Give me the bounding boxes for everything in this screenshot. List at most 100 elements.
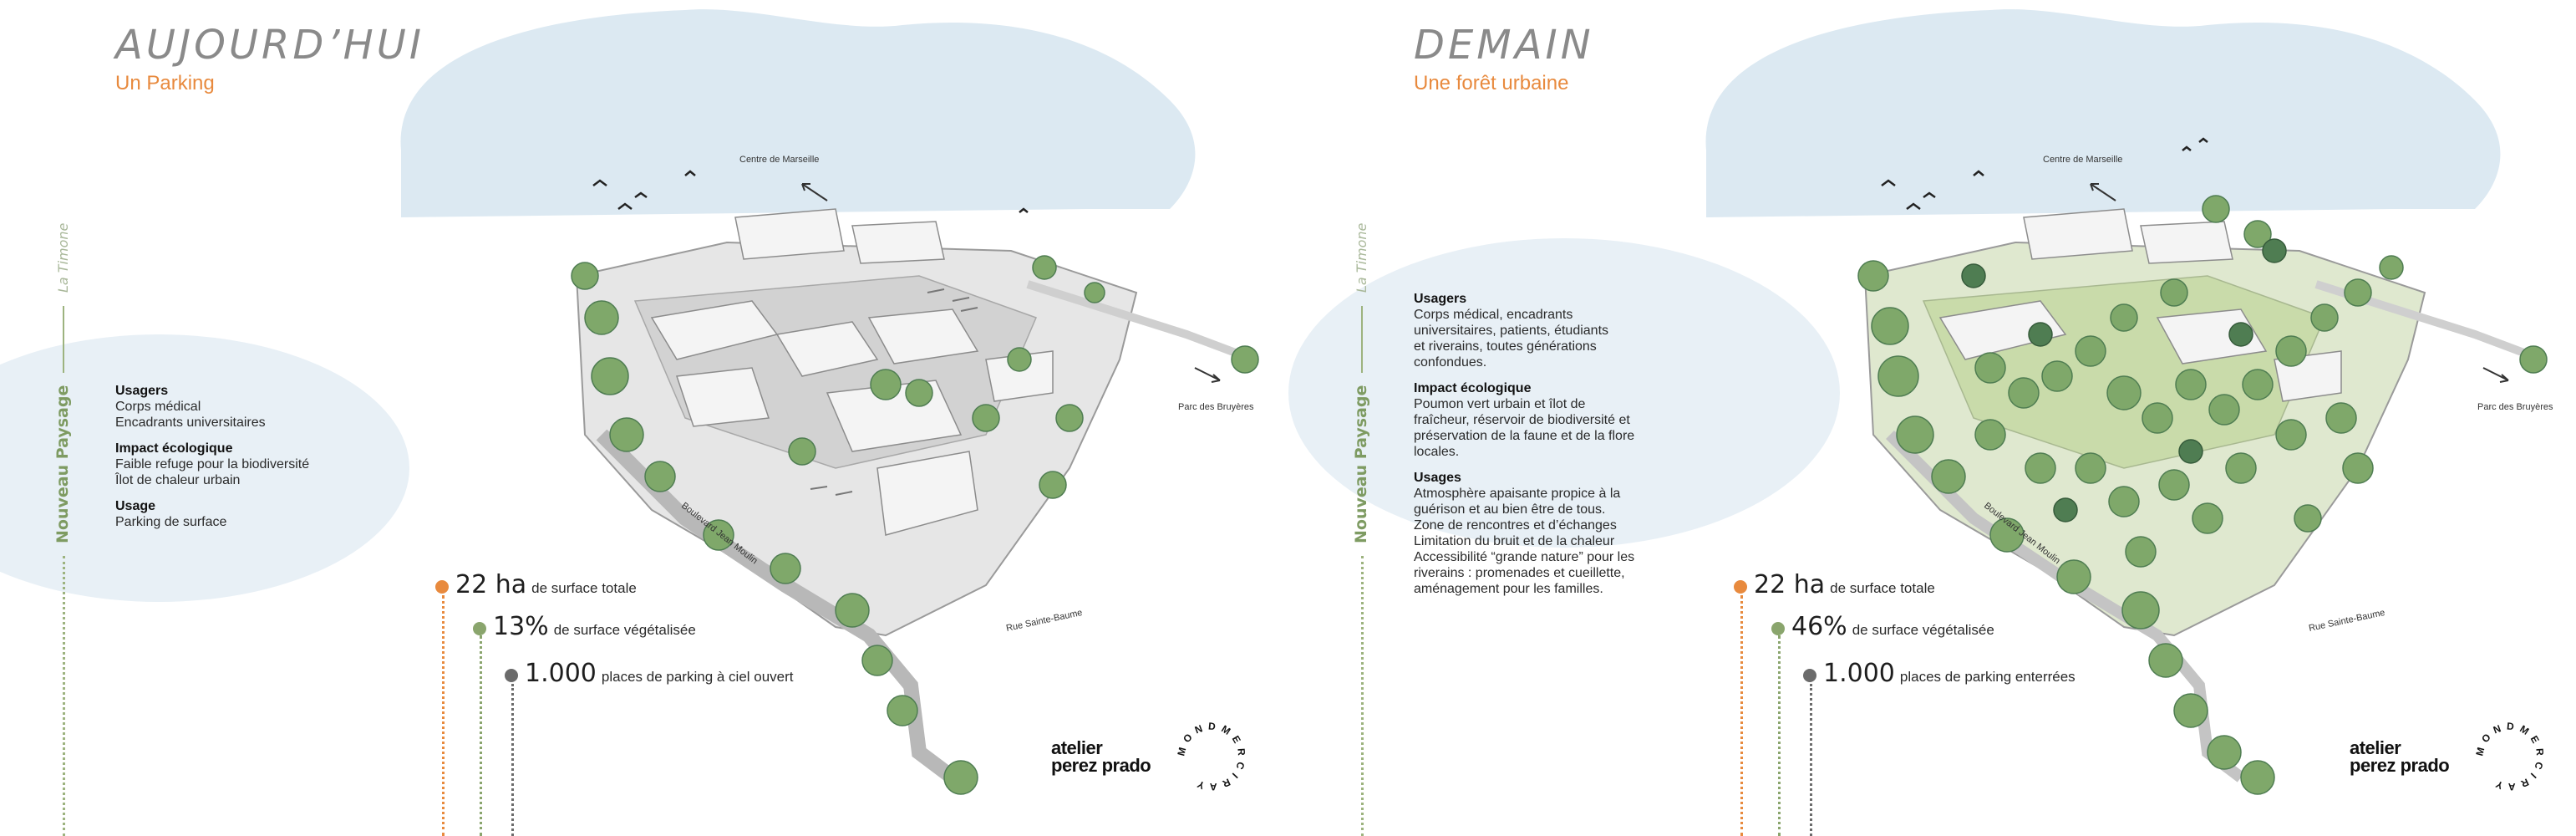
brand-logo-atelier: atelier perez prado: [2350, 737, 2450, 776]
info-users-line: et riverains, toutes générations: [1414, 339, 1597, 354]
side-label-timone: La Timone: [55, 222, 71, 293]
info-usage-line: aménagement pour les familles.: [1414, 582, 1603, 596]
stat-label: de surface totale: [531, 580, 637, 596]
scene-illustration-tomorrow: Centre de Marseille Parc des Bruyères Bo…: [1288, 9, 2553, 795]
stat-label: places de parking à ciel ouvert: [601, 669, 794, 685]
stat-value: 1.000: [1823, 659, 1895, 688]
info-block-tomorrow: Usagers Corps médical, encadrants univer…: [1414, 291, 1634, 597]
stat-surface-vegetated: 46% de surface végétalisée: [1771, 612, 1994, 641]
info-users-line: Corps médical, encadrants: [1414, 308, 1573, 322]
ring-logo-mondmerciray: MONDMERCIRAY: [1175, 720, 1247, 793]
info-ellipse: [1288, 238, 1840, 548]
stat-value: 13%: [493, 612, 549, 641]
trees: [571, 255, 1259, 795]
side-label-paysage: Nouveau Paysage: [1352, 385, 1370, 543]
stat-line-grey: [511, 684, 514, 836]
stat-surface-vegetated: 13%de surface végétalisée: [473, 612, 696, 641]
info-block-today: Usagers Corps médical Encadrants univers…: [115, 383, 309, 530]
birds: [592, 170, 1029, 213]
brand-logo-atelier: atelier perez prado: [1051, 737, 1151, 776]
stat-line-orange: [1740, 595, 1743, 836]
info-usage-title: Usage: [115, 499, 156, 513]
map-label-east: Parc des Bruyères: [1178, 402, 1254, 412]
info-users-line: Corps médical: [115, 400, 201, 414]
buildings: [650, 208, 1054, 536]
map-label-north: Centre de Marseille: [2043, 155, 2122, 165]
info-usage-line: Parking de surface: [115, 515, 227, 529]
info-impact-title: Impact écologique: [115, 441, 233, 456]
map-label-rue: Rue Sainte-Baume: [2308, 608, 2385, 634]
birds: [1881, 137, 2208, 210]
side-label-paysage: Nouveau Paysage: [53, 385, 72, 543]
stat-label: places de parking enterrées: [1899, 669, 2076, 685]
dark-trees: [1961, 238, 2287, 522]
info-usage-line: riverains : promenades et cueillette,: [1414, 566, 1625, 580]
info-users-line: Encadrants universitaires: [115, 415, 266, 430]
info-usage-line: Zone de rencontres et d’échanges: [1414, 518, 1617, 533]
road-boulevard: [596, 429, 958, 784]
info-users-line: confondues.: [1414, 355, 1487, 370]
trees: [1857, 195, 2548, 795]
map-label-east: Parc des Bruyères: [2477, 402, 2553, 412]
panel-today: Centre de Marseille Parc des Bruyères Bo…: [0, 9, 1259, 836]
info-impact-line: préservation de la faune et de la flore: [1414, 429, 1635, 443]
stat-dot-green: [1771, 622, 1785, 635]
panel-tomorrow: Centre de Marseille Parc des Bruyères Bo…: [1288, 0, 2576, 836]
ring-text: MONDMERCIRAY: [1175, 720, 1242, 793]
info-ellipse: [0, 334, 409, 602]
stat-line-green: [1778, 635, 1781, 836]
info-usage-line: Accessibilité “grande nature” pour les: [1414, 550, 1635, 564]
map-label-rue: Rue Sainte-Baume: [1005, 608, 1083, 634]
ring-text: MONDMERCIRAY: [2473, 720, 2541, 793]
stat-label: de surface végétalisée: [1852, 622, 1994, 638]
stat-dot-grey: [505, 669, 518, 682]
svg-text:MONDMERCIRAY: MONDMERCIRAY: [1175, 720, 1247, 793]
side-divider-line: [1361, 306, 1363, 373]
sky-cloud: [1705, 9, 2501, 218]
info-impact-line: fraîcheur, réservoir de biodiversité et: [1414, 413, 1630, 427]
stat-label: de surface végétalisée: [553, 622, 696, 638]
info-impact-title: Impact écologique: [1414, 381, 1532, 395]
stat-dot-grey: [1803, 669, 1816, 682]
stat-line-grey: [1810, 684, 1812, 836]
info-impact-line: locales.: [1414, 445, 1460, 459]
brand-line: atelier: [1051, 737, 1103, 758]
scene-illustration-today: Centre de Marseille Parc des Bruyères Bo…: [0, 9, 1259, 795]
info-users-title: Usagers: [1414, 292, 1467, 306]
info-usage-line: guérison et au bien être de tous.: [1414, 502, 1606, 517]
stat-dot-orange: [435, 580, 449, 594]
ring-logo-mondmerciray: MONDMERCIRAY: [2473, 720, 2541, 793]
side-label-timone: La Timone: [1354, 222, 1369, 293]
east-arrow: [1194, 367, 1221, 383]
stat-dot-green: [473, 622, 486, 635]
brand-line: perez prado: [2350, 755, 2450, 776]
info-users-line: universitaires, patients, étudiants: [1414, 324, 1609, 338]
brand-line: atelier: [2350, 737, 2401, 758]
brand-line: perez prado: [1051, 755, 1151, 776]
north-arrow: [801, 183, 828, 201]
stat-value: 46%: [1791, 612, 1847, 641]
road-east: [1026, 280, 1255, 364]
map-label-north: Centre de Marseille: [739, 155, 819, 165]
info-impact-line: Poumon vert urbain et îlot de: [1414, 397, 1586, 411]
parking-marks: [810, 288, 978, 496]
info-users-title: Usagers: [115, 384, 169, 398]
info-impact-line: Îlot de chaleur urbain: [115, 473, 241, 487]
side-dotted-line: [1361, 556, 1364, 836]
info-impact-line: Faible refuge pour la biodiversité: [115, 457, 310, 472]
info-usage-line: Limitation du bruit et de la chaleur: [1414, 534, 1615, 548]
page-title-tomorrow: DEMAIN: [1414, 22, 1594, 69]
stat-line-orange: [442, 595, 445, 836]
side-divider-line: [63, 306, 64, 373]
stat-value: 22 ha: [455, 570, 527, 599]
page-subtitle-today: Un Parking: [115, 72, 215, 94]
info-usage-title: Usages: [1414, 471, 1461, 485]
side-dotted-line: [63, 556, 65, 836]
page-title-today: AUJOURD’HUI: [115, 22, 424, 69]
stat-value: 1.000: [525, 659, 597, 688]
east-arrow: [2482, 367, 2509, 383]
north-arrow: [2090, 183, 2116, 201]
